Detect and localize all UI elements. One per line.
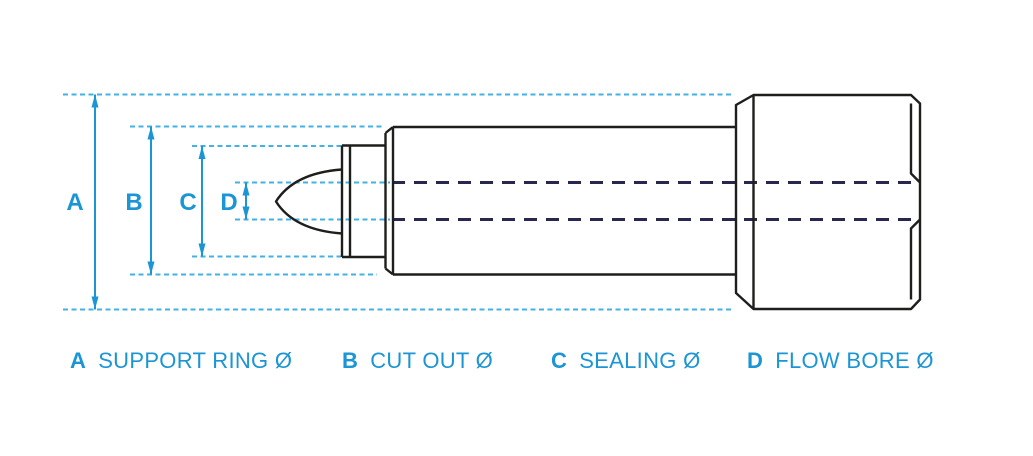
cylinder-body [384, 125, 736, 276]
extension-lines [63, 93, 734, 311]
legend-label-a: SUPPORT RING Ø [98, 348, 293, 373]
dimension-letter-b: B [125, 189, 142, 216]
needle-tip-cone [274, 168, 343, 235]
dimension-letter-d: D [220, 189, 237, 216]
dimension-letter-c: C [179, 189, 196, 216]
legend-item-support-ring: A SUPPORT RING Ø [70, 350, 292, 372]
legend-letter-c: C [551, 348, 568, 373]
legend-letter-a: A [70, 348, 87, 373]
dimension-arrows [91, 94, 250, 310]
flow-bore-centerlines [392, 181, 916, 221]
legend-letter-b: B [342, 348, 359, 373]
legend-label-b: CUT OUT Ø [370, 348, 494, 373]
dimension-letter-a: A [66, 189, 83, 216]
legend-label-d: FLOW BORE Ø [775, 348, 934, 373]
legend-item-sealing: C SEALING Ø [551, 350, 701, 372]
legend-item-flow-bore: D FLOW BORE Ø [747, 350, 934, 372]
legend-letter-d: D [747, 348, 764, 373]
part-outline [274, 93, 922, 311]
sealing-collar [340, 144, 386, 259]
legend-item-cut-out: B CUT OUT Ø [342, 350, 493, 372]
head-bore-exit-edge [909, 103, 921, 300]
dimension-letters: A B C D [66, 189, 237, 216]
support-ring-head [734, 93, 922, 311]
legend-label-c: SEALING Ø [579, 348, 701, 373]
